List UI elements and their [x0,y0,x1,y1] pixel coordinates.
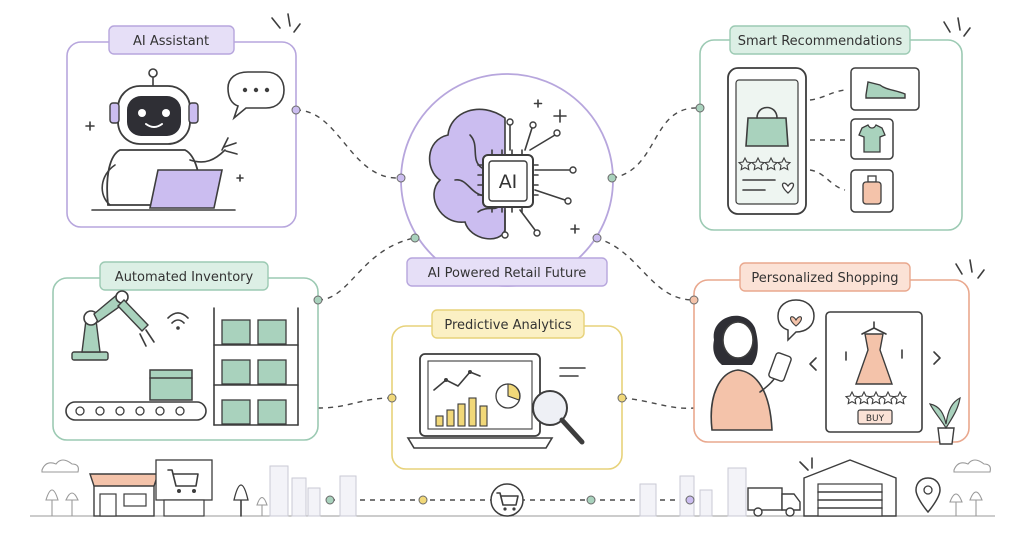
buy-button[interactable] [857,409,893,425]
product-card: BUY [809,311,941,433]
center-title: AI Powered Retail Future [428,266,587,281]
handbag-icon [745,106,789,147]
rating-stars [737,156,792,171]
shopper-icon [710,315,779,431]
ai-assistant-title-pill [108,25,235,55]
plant-icon [928,396,961,445]
cloud-icon [953,459,991,473]
dress-icon [855,321,893,385]
line-chart-icon [433,370,481,391]
location-pin-icon [915,477,941,514]
smart-recommendations-title-pill [729,25,911,55]
chip-icon: AI [477,149,539,213]
connector-recommendations [611,107,701,179]
cart-sign-icon [155,459,213,517]
truck-icon [747,487,801,517]
predictive-analytics-title: Predictive Analytics [444,318,571,333]
tree-icon [949,491,983,516]
conveyor-box [149,369,193,401]
cloud-icon [41,459,79,473]
center-hub: AI AI Powered Retail Future [396,73,617,287]
speech-bubble-icon [227,71,285,121]
tree-icon [45,489,79,516]
panel-ai-assistant: AI Assistant [66,13,301,228]
bar-chart-icon [435,397,488,427]
buy-button-label: BUY [866,414,885,424]
chevron-right-icon [933,351,941,365]
center-title-pill [406,257,608,287]
panel-automated-inventory: Automated Inventory [52,261,323,441]
tshirt-icon [850,118,894,160]
hub-port-lower-right [592,233,602,243]
chip-label: AI [499,171,518,193]
sneaker-icon [850,67,920,111]
robotic-arm-icon [71,290,155,361]
chevron-left-icon [809,357,817,371]
connector-inventory [317,237,415,301]
cart-icon [490,483,524,517]
laptop-icon [406,353,554,449]
shelf-icon [213,307,299,426]
panel-smart-recommendations: Smart Recommendations [695,17,971,231]
automated-inventory-title-pill [99,261,269,291]
warehouse-icon [799,457,897,517]
hub-port-left [396,173,406,183]
connector-analytics-right [621,397,695,409]
circuit-traces [501,118,577,239]
pie-chart-icon [495,383,521,409]
hub-port-right [607,173,617,183]
smartphone-icon [768,352,792,382]
connector-analytics-left [317,397,393,409]
predictive-analytics-title-pill [431,309,585,339]
heart-bubble-icon [777,299,815,342]
connector-assistant [295,109,401,179]
sparkle-icon [533,99,580,234]
panel-predictive-analytics: Predictive Analytics [387,309,627,470]
smart-recommendations-title: Smart Recommendations [738,34,903,49]
wifi-icon [167,312,189,330]
perfume-icon [850,169,894,213]
bottom-scene [30,457,995,517]
conveyor-belt [65,401,207,421]
personalized-shopping-title: Personalized Shopping [751,271,898,286]
ai-assistant-title: AI Assistant [133,34,209,49]
city-buildings [269,465,747,517]
rating-stars [844,390,908,405]
tree-icon [233,484,268,517]
laptop-icon [91,169,236,211]
hub-port-lower-left [410,233,420,243]
connector-shopping [595,237,695,301]
personalized-shopping-title-pill [739,262,911,292]
automated-inventory-title: Automated Inventory [115,270,254,285]
store-icon [89,473,159,517]
panel-personalized-shopping: Personalized Shopping [689,259,985,445]
magnifier-icon [532,390,585,445]
heart-icon [781,182,795,194]
